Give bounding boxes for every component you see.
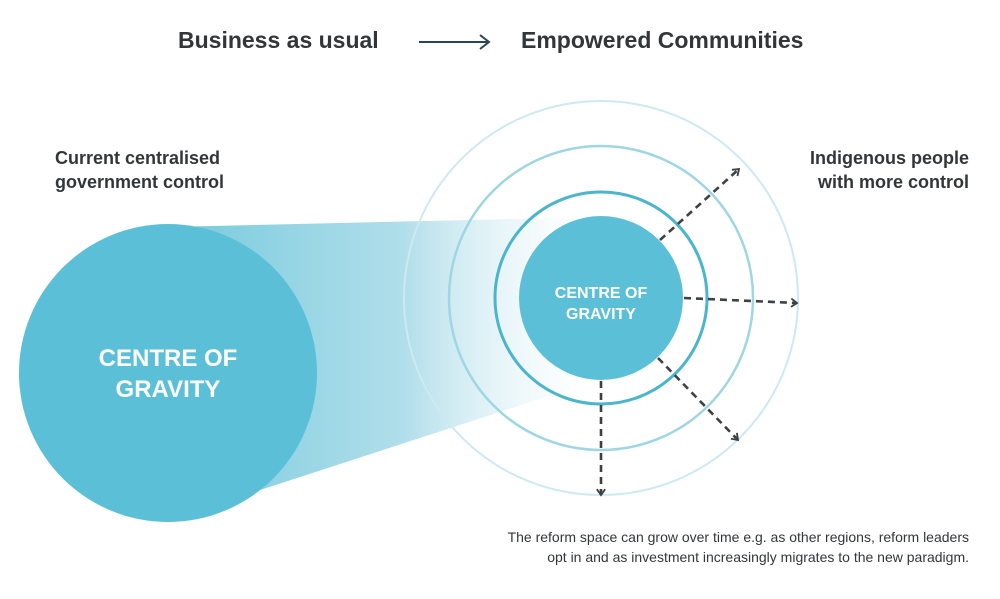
- business-as-usual-heading: Business as usual: [178, 27, 379, 53]
- current-control-line-2: government control: [55, 172, 225, 192]
- small-circle-label-line-1: CENTRE OF: [554, 285, 648, 302]
- indigenous-control-label: Indigenous people with more control: [749, 146, 969, 194]
- indigenous-control-line-2: with more control: [817, 172, 969, 192]
- current-control-label: Current centralised government control: [55, 146, 255, 194]
- large-circle-label-line-2: GRAVITY: [115, 376, 221, 403]
- small-circle-label: CENTRE OF GRAVITY: [531, 283, 671, 325]
- caption-line-2: opt in and as investment increasingly mi…: [547, 549, 969, 565]
- current-control-line-1: Current centralised: [55, 148, 221, 168]
- small-circle-label-line-2: GRAVITY: [566, 306, 636, 323]
- empowered-communities-heading: Empowered Communities: [521, 27, 804, 53]
- transition-arrow: [419, 34, 491, 50]
- reform-space-caption: The reform space can grow over time e.g.…: [389, 527, 969, 567]
- middle-ring: [447, 144, 755, 452]
- current-centre-of-gravity-circle: [19, 224, 317, 522]
- inner-ring: [493, 190, 709, 406]
- growth-arrow-right: [683, 296, 799, 308]
- growth-arrow-down-right: [657, 357, 740, 442]
- growth-arrows: [596, 167, 799, 497]
- new-centre-of-gravity-circle: [519, 216, 683, 380]
- large-circle-label: CENTRE OF GRAVITY: [68, 343, 268, 405]
- caption-line-1: The reform space can grow over time e.g.…: [507, 529, 969, 545]
- large-circle-label-line-1: CENTRE OF: [98, 345, 238, 372]
- indigenous-control-line-1: Indigenous people: [809, 148, 969, 168]
- growth-arrow-up-right: [659, 167, 741, 241]
